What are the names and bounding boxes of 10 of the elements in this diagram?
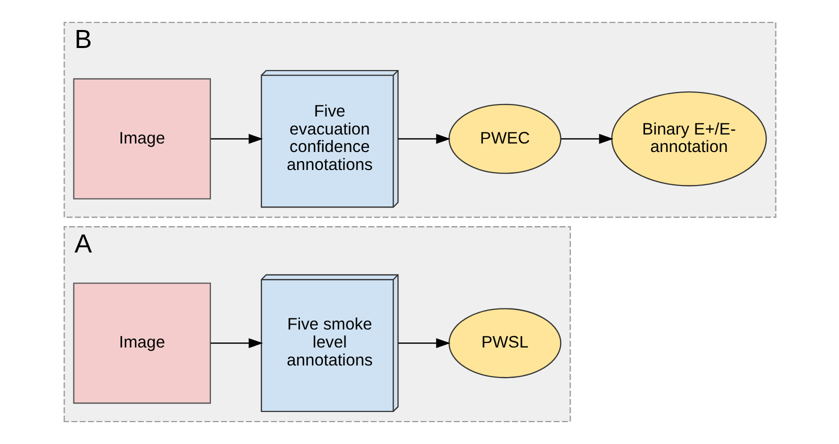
arrow	[210, 134, 262, 144]
node-ellipse: PWEC	[448, 104, 561, 174]
node-box: Image	[72, 282, 210, 404]
arrow	[398, 338, 450, 348]
arrow	[398, 134, 450, 144]
node-ellipse: PWSL	[448, 308, 561, 378]
arrow	[560, 134, 613, 144]
node-ellipse: Binary E+/E- annotation	[610, 91, 766, 186]
arrow	[210, 338, 262, 348]
node-box: Image	[72, 78, 210, 200]
